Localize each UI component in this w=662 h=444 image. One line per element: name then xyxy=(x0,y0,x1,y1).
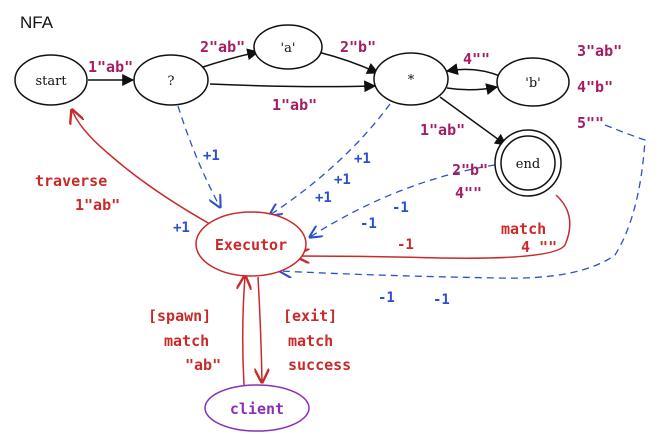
blue-label-end-exec-2: -1 xyxy=(360,216,377,232)
diagram-title: NFA xyxy=(20,13,54,32)
red-label-exit-3: success xyxy=(288,356,351,374)
red-label-traverse-1: traverse xyxy=(35,172,107,190)
node-executor xyxy=(195,211,307,277)
red-label-spawn-1: [spawn] xyxy=(148,307,211,325)
blue-right-executor xyxy=(280,124,646,279)
edge-b-star xyxy=(445,63,501,77)
label-a-star: 2"b" xyxy=(340,38,376,56)
blue-label-bottom-1: -1 xyxy=(378,290,395,306)
edge-q-star xyxy=(209,80,377,93)
node-star xyxy=(373,52,449,106)
edge-q-a xyxy=(199,48,260,69)
red-label-match-2: 4 "" xyxy=(521,238,557,256)
node-star-label: * xyxy=(408,73,415,88)
label-star-end-2: 2"b" xyxy=(452,161,488,179)
node-executor-label: Executor xyxy=(215,236,287,254)
node-client xyxy=(204,384,310,432)
red-executor-start xyxy=(72,110,211,225)
blue-label-q-exec: +1 xyxy=(203,148,220,164)
node-end-inner xyxy=(500,135,556,191)
node-client-label: client xyxy=(230,400,284,418)
red-label-exit-1: [exit] xyxy=(283,307,337,325)
edge-star-b xyxy=(446,83,499,95)
red-label-exit-2: match xyxy=(288,332,333,350)
red-executor-client xyxy=(258,276,262,382)
node-a xyxy=(253,24,323,70)
blue-label-bottom-2: -1 xyxy=(433,292,450,308)
label-star-end-1: 1"ab" xyxy=(420,121,465,139)
label-start-q: 1"ab" xyxy=(88,58,133,76)
node-a-label: 'a' xyxy=(281,41,296,56)
node-b-label: 'b' xyxy=(525,76,540,91)
red-label-traverse-2: 1"ab" xyxy=(75,196,120,214)
label-star-b-3: 5"" xyxy=(577,114,604,132)
red-label-spawn-2: match xyxy=(164,332,209,350)
red-label-executor-in: -1 xyxy=(397,237,414,253)
label-star-end-3: 4"" xyxy=(455,184,482,202)
blue-label-exec-left: +1 xyxy=(173,220,190,236)
red-end-executor xyxy=(296,194,571,258)
label-b-star: 4"" xyxy=(463,50,490,68)
blue-label-star-exec-2: +1 xyxy=(334,172,351,188)
label-star-b-1: 3"ab" xyxy=(577,42,622,60)
node-end-outer xyxy=(494,129,562,197)
label-q-a: 2"ab" xyxy=(200,38,245,56)
edge-a-star xyxy=(317,51,380,74)
red-client-executor xyxy=(243,276,245,386)
blue-star-executor xyxy=(270,103,391,215)
node-end-label: end xyxy=(516,157,540,172)
red-label-match-1: match xyxy=(501,220,546,238)
node-question-label: ? xyxy=(168,74,175,89)
node-start-label: start xyxy=(35,74,67,89)
edge-star-end xyxy=(439,96,507,146)
blue-end-executor xyxy=(310,164,496,237)
label-q-star: 1"ab" xyxy=(272,96,317,114)
red-label-spawn-3: "ab" xyxy=(185,356,221,374)
label-star-b-2: 4"b" xyxy=(577,78,613,96)
blue-q-executor xyxy=(177,105,220,207)
node-question xyxy=(133,54,209,106)
node-start xyxy=(14,54,88,106)
blue-label-star-exec-3: +1 xyxy=(315,190,332,206)
node-b xyxy=(496,57,570,107)
blue-label-end-exec-1: -1 xyxy=(392,200,409,216)
blue-label-star-exec-1: +1 xyxy=(354,151,371,167)
